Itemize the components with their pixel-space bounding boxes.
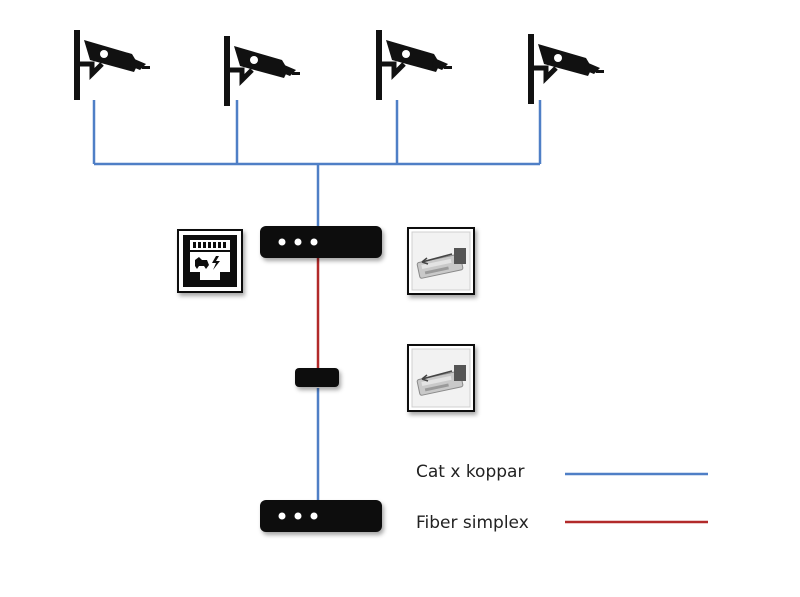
sfp-module-middle — [407, 344, 475, 412]
legend-copper-label: Cat x koppar — [416, 462, 524, 482]
camera-2 — [224, 36, 300, 106]
top-switch — [260, 226, 382, 258]
camera-4 — [528, 34, 604, 104]
bottom-switch — [260, 500, 382, 532]
legend-fiber-label: Fiber simplex — [416, 513, 529, 533]
camera-1 — [74, 30, 150, 100]
poe-ethernet-port-icon — [177, 229, 243, 293]
legend: Cat x koppar Fiber simplex — [416, 462, 708, 533]
media-converter — [295, 368, 339, 387]
sfp-module-top — [407, 227, 475, 295]
camera-3 — [376, 30, 452, 100]
copper-cabling — [92, 100, 542, 502]
